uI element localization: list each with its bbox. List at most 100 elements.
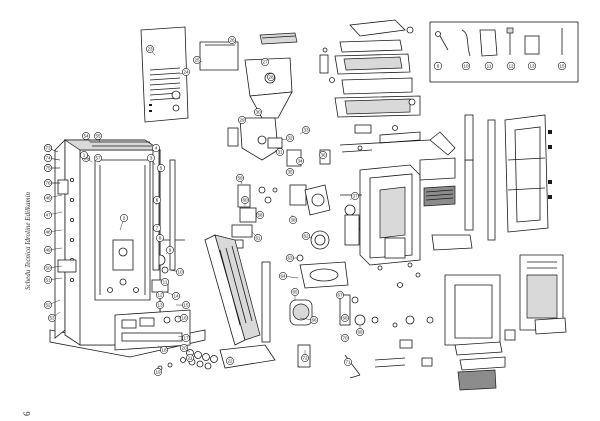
callout-circle — [341, 334, 349, 342]
part-callout: 33 — [299, 126, 310, 135]
callout-number: 1 — [83, 153, 86, 158]
callout-number: 30 — [255, 110, 261, 115]
part-callout: 50 — [44, 264, 63, 272]
callout-number: 71 — [345, 360, 351, 365]
callout-circle — [156, 301, 164, 309]
callout-number: 37 — [352, 194, 358, 199]
callout-number: 9 — [169, 248, 172, 253]
callout-number: 72 — [302, 356, 308, 361]
callout-number: 47 — [45, 213, 51, 218]
callout-circle — [160, 346, 168, 354]
callout-number: 73 — [45, 146, 51, 151]
callout-number: 65 — [292, 290, 298, 295]
callout-circle — [44, 179, 52, 187]
callout-circle — [254, 108, 262, 116]
callout-number: 74 — [45, 156, 51, 161]
part-callout: 30 — [254, 108, 263, 119]
callout-circle — [80, 151, 88, 159]
flue-parts — [289, 261, 366, 379]
part-callout: 22 — [226, 356, 234, 365]
part-callout: 55 — [94, 132, 102, 143]
part-callout: 17 — [177, 334, 190, 342]
callout-circle — [44, 194, 52, 202]
part-callout: 52 — [44, 299, 61, 309]
part-callout: 29 — [238, 116, 246, 124]
tool-callout: 15 — [557, 61, 567, 71]
callout-number: 25 — [194, 58, 200, 63]
callout-number: 11 — [163, 280, 168, 285]
part-callout: 38 — [289, 214, 297, 224]
tool-glove — [479, 29, 498, 57]
part-callout: 35 — [286, 168, 294, 176]
callout-number: 23 — [147, 47, 153, 52]
callout-number: 46 — [45, 196, 51, 201]
callout-circle — [344, 358, 352, 366]
part-callout: 67 — [336, 291, 344, 300]
callout-circle — [94, 132, 102, 140]
callout-number: 66 — [311, 318, 317, 323]
callout-number: 51 — [45, 278, 51, 283]
callout-circle — [302, 232, 310, 240]
callout-circle — [193, 56, 201, 64]
callout-number: 33 — [303, 128, 309, 133]
callout-number: 5 — [160, 166, 163, 171]
part-callout: 34 — [296, 157, 304, 165]
callout-number: 54 — [83, 134, 89, 139]
tool-callout: 12 — [506, 61, 516, 71]
callout-number: 16 — [181, 316, 187, 321]
part-callout: 25 — [193, 56, 203, 64]
vertical-rail — [487, 119, 496, 241]
callout-number: 26 — [229, 38, 235, 43]
callout-number: 62 — [303, 234, 309, 239]
part-callout: 71 — [344, 357, 352, 366]
callout-circle — [120, 214, 128, 222]
callout-circle — [256, 211, 264, 219]
callout-number: 15 — [183, 303, 189, 308]
callout-circle — [286, 168, 294, 176]
part-callout: 19 — [154, 367, 162, 376]
part-callout: 47 — [44, 211, 63, 219]
callout-circle — [172, 292, 180, 300]
part-callout: 21 — [186, 354, 194, 362]
part-callout: 16 — [178, 314, 188, 322]
callout-circle — [267, 73, 275, 81]
tool-callout-number: 15 — [559, 64, 565, 69]
top-plates — [319, 19, 421, 118]
callout-number: 52 — [45, 303, 51, 308]
part-callout: 7 — [153, 224, 161, 233]
callout-circle — [154, 368, 162, 376]
callout-number: 50 — [45, 266, 51, 271]
callout-number: 27 — [262, 60, 268, 65]
part-callout: 63 — [286, 254, 298, 262]
callout-number: 8 — [159, 236, 162, 241]
callout-number: 53 — [49, 316, 55, 321]
part-callout: 2 — [119, 214, 128, 231]
tool-callout: 10 — [461, 61, 471, 71]
part-callout: 14 — [165, 291, 180, 300]
part-callout: 49 — [44, 246, 63, 254]
callout-circle — [44, 228, 52, 236]
callout-number: 69 — [357, 330, 363, 335]
part-callout: 9 — [165, 246, 174, 255]
callout-circle — [261, 58, 269, 66]
tool-callout-circle — [557, 61, 567, 71]
callout-circle — [166, 246, 174, 254]
callout-number: 7 — [156, 226, 159, 231]
callout-circle — [302, 126, 310, 134]
part-callout: 62 — [302, 232, 313, 240]
callout-circle — [182, 334, 190, 342]
callout-circle — [336, 291, 344, 299]
part-callout: 3 — [147, 154, 156, 166]
callout-circle — [319, 151, 327, 159]
callout-number: 20 — [181, 346, 187, 351]
part-callout: 76 — [44, 179, 60, 187]
callout-circle — [289, 216, 297, 224]
tool-callout-number: 10 — [463, 64, 469, 69]
callout-number: 60 — [242, 198, 248, 203]
callout-circle — [279, 272, 287, 280]
callout-number: 49 — [45, 248, 51, 253]
callout-tags: 4243444546474849505152535455565712345678… — [44, 36, 567, 376]
callout-circle — [48, 314, 56, 322]
